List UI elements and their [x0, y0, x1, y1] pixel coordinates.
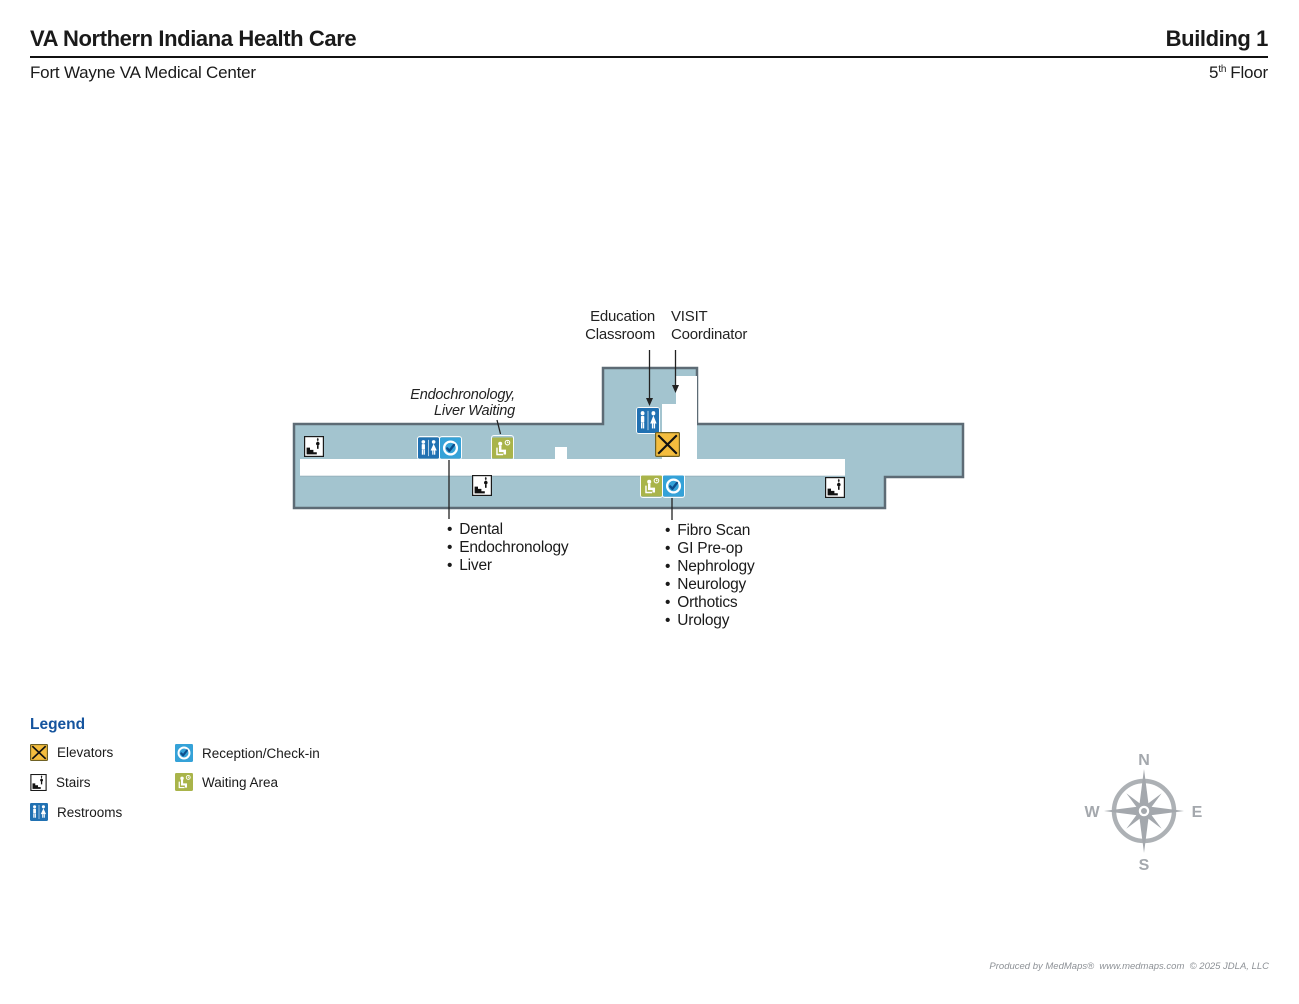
compass-east-label: E	[1192, 804, 1203, 821]
legend-item-waiting-area: Waiting Area	[175, 773, 278, 791]
visit-coordinator-label: VISIT Coordinator	[671, 308, 801, 343]
legend-item-stairs: Stairs	[30, 773, 91, 792]
visit-label-line1: VISIT	[671, 308, 708, 325]
stairs-icon	[30, 773, 47, 792]
leader-lines	[448, 350, 677, 520]
list-item: Urology	[665, 612, 755, 630]
stairs-icon	[825, 477, 845, 498]
legend-item-restrooms: Restrooms	[30, 803, 122, 821]
list-item: Endochronology	[447, 539, 568, 557]
list-item: Neurology	[665, 576, 755, 594]
compass-west-label: W	[1084, 804, 1100, 821]
visit-leader-arrow	[672, 385, 679, 393]
education-label-line1: Education	[590, 308, 655, 325]
compass-south-label: S	[1139, 857, 1150, 874]
education-leader-arrow	[646, 398, 653, 406]
restrooms-icon	[418, 437, 439, 459]
list-item: Nephrology	[665, 558, 754, 576]
corridor-nub	[555, 447, 567, 460]
list-item: Dental	[447, 521, 568, 539]
list-item: Orthotics	[665, 594, 755, 612]
restrooms-icon	[30, 803, 48, 821]
floor-number: 5	[1209, 63, 1219, 82]
waiting-area-icon	[175, 773, 193, 791]
visit-label-line2: Coordinator	[671, 325, 748, 343]
elevators-icon	[30, 744, 48, 761]
endo-liver-waiting-label: Endochronology, Liver Waiting	[380, 387, 515, 419]
main-corridor	[300, 459, 845, 476]
floor-ordinal: th	[1218, 64, 1227, 75]
legend-label: Elevators	[57, 745, 114, 760]
reception-icon	[662, 475, 684, 497]
legend-item-reception: Reception/Check-in	[175, 744, 320, 762]
departments-list-east: Fibro Scan GI Pre-op Nephrology Neurolog…	[665, 522, 755, 630]
footer-credit: Produced by MedMaps® www.medmaps.com © 2…	[989, 961, 1269, 972]
header-divider	[30, 56, 1268, 58]
building-title: Building 1	[1165, 26, 1269, 51]
reception-icon	[175, 744, 193, 762]
north-corridor-upper	[676, 376, 697, 408]
list-item: Liver	[447, 557, 568, 575]
legend-heading: Legend	[30, 716, 86, 733]
facility-subtitle: Fort Wayne VA Medical Center	[30, 63, 256, 82]
list-item: GI Pre-op	[665, 540, 755, 558]
endo-label-line2: Liver Waiting	[434, 402, 515, 419]
legend-item-elevators: Elevators	[30, 744, 113, 761]
endo-label-line1: Endochronology,	[410, 387, 515, 403]
legend-label: Restrooms	[57, 804, 123, 820]
restrooms-icon	[637, 408, 659, 433]
legend-label: Reception/Check-in	[202, 745, 320, 761]
stairs-icon	[304, 436, 324, 457]
departments-list-west: Dental Endochronology Liver	[447, 521, 568, 575]
corridor-edge-line	[300, 475, 845, 477]
compass-north-label: N	[1138, 752, 1150, 769]
waiting-area-icon	[641, 475, 662, 497]
organization-title: VA Northern Indiana Health Care	[30, 26, 357, 51]
elevators-icon	[655, 432, 680, 457]
education-label-line2: Classroom	[585, 325, 655, 343]
stairs-icon	[472, 475, 492, 496]
floor-word: Floor	[1230, 63, 1268, 82]
waiting-area-icon	[492, 436, 513, 460]
list-item: Fibro Scan	[665, 522, 755, 540]
education-classroom-label: Education Classroom	[525, 308, 655, 343]
reception-icon	[439, 437, 461, 459]
legend-label: Waiting Area	[202, 774, 279, 790]
compass-rose: N S W E	[1084, 752, 1203, 874]
legend-label: Stairs	[56, 775, 91, 790]
endo-waiting-leader-line	[496, 419, 502, 435]
